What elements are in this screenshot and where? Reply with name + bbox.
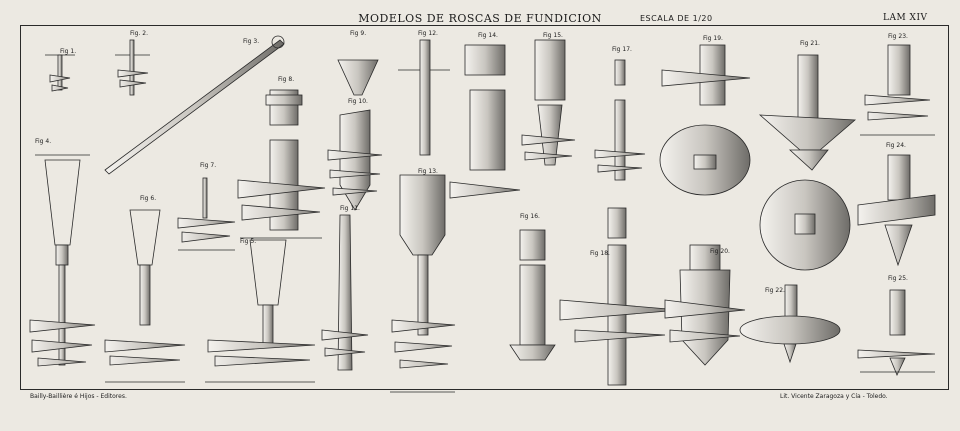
figure-13-drawing — [390, 174, 456, 393]
figure-23-label: Fig 23. — [888, 33, 908, 40]
figure-11-drawing — [321, 214, 369, 371]
figure-20-label: Fig 20. — [710, 248, 730, 255]
plate-scale: ESCALA DE 1/20 — [640, 14, 713, 23]
figure-12-drawing — [398, 39, 450, 156]
printer-credit: Lit. Vicente Zaragoza y Cía - Toledo. — [780, 393, 888, 400]
figure-3-drawing — [237, 139, 326, 239]
publisher-credit: Bailly-Baillière é Hijos - Editores. — [30, 393, 127, 400]
figure-14-label: Fig 14. — [478, 32, 498, 39]
figure-15-drawing — [521, 39, 576, 166]
figure-23-drawing — [860, 44, 935, 136]
figure-9-label: Fig 9. — [350, 30, 367, 37]
figure-7-drawing — [177, 177, 236, 251]
figure-25-drawing — [857, 289, 936, 376]
plate-title: MODELOS DE ROSCAS DE FUNDICION — [358, 12, 602, 25]
figure-8-drawing — [265, 89, 303, 126]
figure-12-label: Fig 12. — [418, 30, 438, 37]
figure-17-drawing — [594, 59, 646, 181]
figure-21-label: Fig 21. — [800, 40, 820, 47]
figure-4-label: Fig 4. — [35, 138, 52, 145]
figure-15-label: Fig 15. — [543, 32, 563, 39]
figure-18-label: Fig 18. — [590, 250, 610, 257]
plate-frame — [20, 25, 949, 390]
figure-3-label: Fig 3. — [243, 38, 260, 45]
figure-19-drawing — [659, 44, 751, 196]
figure-2-drawing — [104, 35, 285, 175]
figure-16-drawing — [509, 229, 556, 361]
figure-14-drawing — [449, 44, 521, 199]
figure-19-label: Fig 19. — [703, 35, 723, 42]
figure-17-label: Fig 17. — [612, 46, 632, 53]
figure-2-label: Fig. 2. — [130, 30, 149, 37]
figure-21-drawing — [758, 54, 857, 271]
figure-7-label: Fig 7. — [200, 162, 217, 169]
figure-6-drawing — [104, 209, 186, 383]
figure-24-label: Fig 24. — [886, 142, 906, 149]
plate-number: LAM XIV — [883, 13, 928, 23]
figure-1-label: Fig 1. — [60, 48, 77, 55]
figure-4-drawing — [29, 154, 96, 367]
figure-10-label: Fig 10. — [348, 98, 368, 105]
figure-22-drawing — [739, 284, 841, 364]
figure-10-drawing — [327, 109, 383, 211]
figure-1-drawing — [45, 54, 75, 92]
figure-6-label: Fig 6. — [140, 195, 157, 202]
figure-5-drawing — [205, 239, 316, 383]
figure-5-label: Fig 5. — [240, 238, 257, 245]
figure-24-drawing — [857, 154, 936, 267]
figure-20-drawing — [664, 244, 746, 366]
figure-25-label: Fig 25. — [888, 275, 908, 282]
figure-18-drawing — [559, 207, 681, 386]
figure-22-label: Fig 22. — [765, 287, 785, 294]
figure-9-drawing — [337, 59, 379, 96]
figure-13-label: Fig 13. — [418, 168, 438, 175]
figure-11-label: Fig 11. — [340, 205, 360, 212]
figure-8-label: Fig 8. — [278, 76, 295, 83]
figure-16-label: Fig 16. — [520, 213, 540, 220]
